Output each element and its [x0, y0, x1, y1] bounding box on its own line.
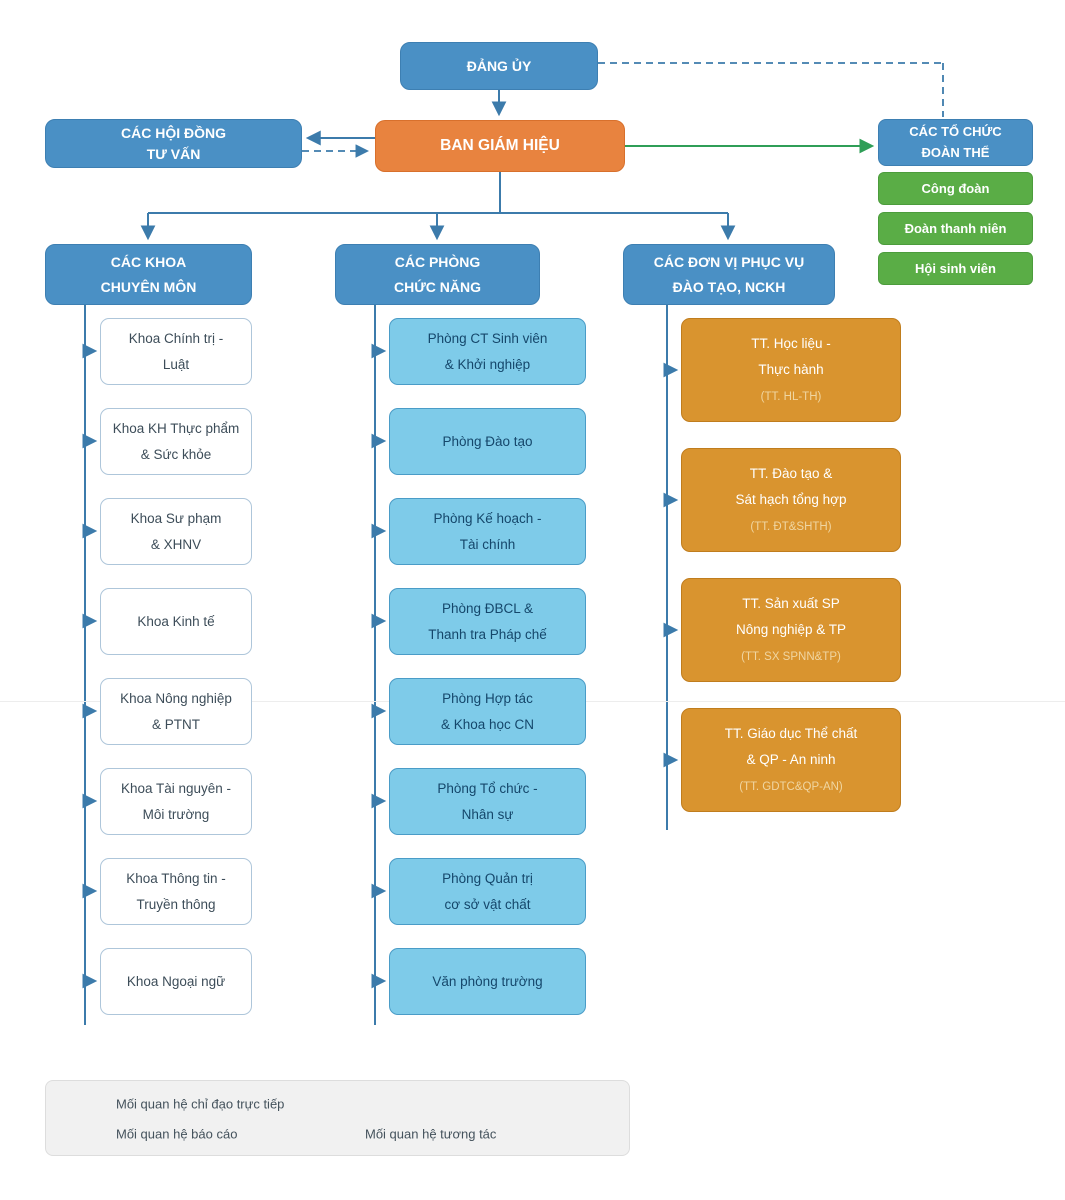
node-trung-tam: TT. Học liệu - Thực hành (TT. HL-TH) — [681, 318, 901, 422]
trung-tam-label: TT. Học liệu - Thực hành — [751, 336, 831, 378]
node-hoi-dong-tu-van: CÁC HỘI ĐỒNG TƯ VẤN — [45, 119, 302, 168]
node-trung-tam: TT. Giáo dục Thể chất & QP - An ninh (TT… — [681, 708, 901, 812]
node-ban-giam-hieu: BAN GIÁM HIỆU — [375, 120, 625, 172]
node-to-chuc-doan-the: CÁC TỔ CHỨC ĐOÀN THỂ — [878, 119, 1033, 166]
node-khoa: Khoa Tài nguyên - Môi trường — [100, 768, 252, 835]
node-hoi-sinh-vien: Hội sinh viên — [878, 252, 1033, 285]
node-phong: Phòng ĐBCL & Thanh tra Pháp chế — [389, 588, 586, 655]
trung-tam-abbrev: (TT. HL-TH) — [760, 390, 822, 403]
node-phong: Phòng Quản trị cơ sở vật chất — [389, 858, 586, 925]
node-phong: Phòng CT Sinh viên & Khởi nghiệp — [389, 318, 586, 385]
trung-tam-label: TT. Đào tạo & Sát hạch tổng hợp — [735, 466, 847, 508]
node-trung-tam: TT. Sản xuất SP Nông nghiệp & TP (TT. SX… — [681, 578, 901, 682]
legend-report-label: Mối quan hệ báo cáo — [116, 1126, 238, 1142]
trung-tam-abbrev: (TT. ĐT&SHTH) — [750, 520, 832, 533]
node-phong: Văn phòng trường — [389, 948, 586, 1015]
node-khoa: Khoa Sư phạm & XHNV — [100, 498, 252, 565]
header-cac-khoa: CÁC KHOA CHUYÊN MÔN — [45, 244, 252, 305]
node-doan-thanh-nien: Đoàn thanh niên — [878, 212, 1033, 245]
legend-direct-label: Mối quan hệ chỉ đạo trực tiếp — [116, 1096, 285, 1112]
header-cac-phong: CÁC PHÒNG CHỨC NĂNG — [335, 244, 540, 305]
trung-tam-label: TT. Sản xuất SP Nông nghiệp & TP — [735, 596, 847, 638]
legend — [45, 1080, 630, 1156]
node-khoa: Khoa Nông nghiệp & PTNT — [100, 678, 252, 745]
node-khoa: Khoa Ngoại ngữ — [100, 948, 252, 1015]
node-khoa: Khoa KH Thực phẩm & Sức khỏe — [100, 408, 252, 475]
trung-tam-abbrev: (TT. GDTC&QP-AN) — [739, 780, 843, 793]
legend-interact-label: Mối quan hệ tương tác — [365, 1126, 497, 1142]
node-khoa: Khoa Thông tin - Truyền thông — [100, 858, 252, 925]
node-phong: Phòng Đào tạo — [389, 408, 586, 475]
header-cac-don-vi: CÁC ĐƠN VỊ PHỤC VỤ ĐÀO TẠO, NCKH — [623, 244, 835, 305]
node-phong: Phòng Hợp tác & Khoa học CN — [389, 678, 586, 745]
trung-tam-label: TT. Giáo dục Thể chất & QP - An ninh — [724, 726, 858, 768]
trung-tam-abbrev: (TT. SX SPNN&TP) — [741, 650, 841, 663]
node-khoa: Khoa Kinh tế — [100, 588, 252, 655]
node-phong: Phòng Tổ chức - Nhân sự — [389, 768, 586, 835]
node-khoa: Khoa Chính trị - Luật — [100, 318, 252, 385]
node-trung-tam: TT. Đào tạo & Sát hạch tổng hợp (TT. ĐT&… — [681, 448, 901, 552]
node-cong-doan: Công đoàn — [878, 172, 1033, 205]
node-phong: Phòng Kế hoạch - Tài chính — [389, 498, 586, 565]
node-dang-uy: ĐẢNG ỦY — [400, 42, 598, 90]
